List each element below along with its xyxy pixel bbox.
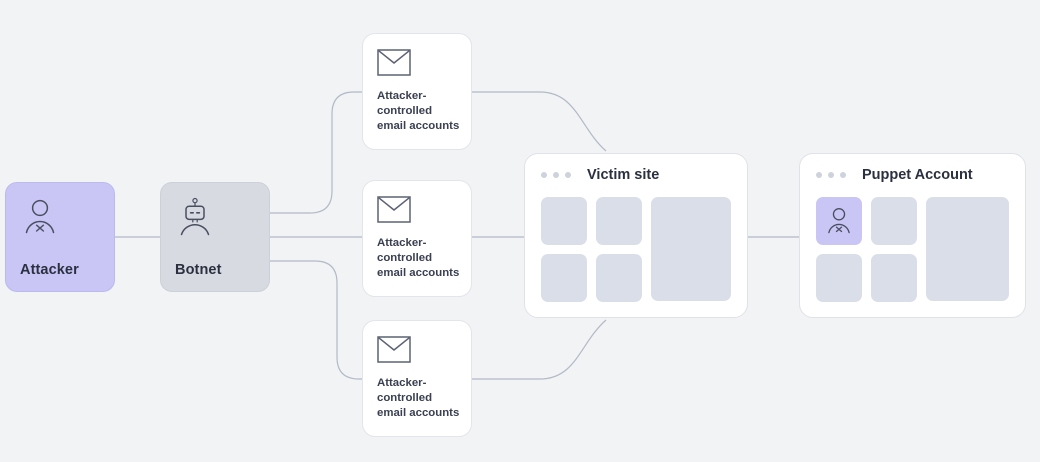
user-x-icon [824,206,854,236]
envelope-icon [377,336,411,363]
placeholder-block [596,254,642,302]
placeholder-block-large [651,197,731,301]
card-puppet-account[interactable]: Puppet Account [799,153,1026,318]
wire-mailbox-1-to-victim [472,91,607,152]
placeholder-block [541,197,587,245]
card-puppet-account-title: Puppet Account [862,167,973,183]
placeholder-block [871,254,917,302]
node-email-accounts-2[interactable]: Attacker-controlled email accounts [362,180,472,297]
card-body [816,197,1009,302]
envelope-icon [377,49,411,76]
node-email-accounts-1[interactable]: Attacker-controlled email accounts [362,33,472,150]
node-email-accounts-3[interactable]: Attacker-controlled email accounts [362,320,472,437]
node-attacker-label: Attacker [20,262,79,278]
placeholder-grid [816,197,917,302]
window-dots-icon [541,172,571,178]
placeholder-grid [541,197,642,302]
card-victim-site-title: Victim site [587,167,660,183]
placeholder-block [871,197,917,245]
node-botnet[interactable]: Botnet [160,182,270,292]
node-botnet-label: Botnet [175,262,222,278]
robot-icon [175,197,215,237]
placeholder-block [816,254,862,302]
wire-botnet-to-mailbox-3 [270,260,362,380]
email-accounts-label: Attacker-controlled email accounts [377,377,460,419]
email-accounts-label: Attacker-controlled email accounts [377,237,460,279]
node-attacker[interactable]: Attacker [5,182,115,292]
wire-mailbox-3-to-victim [472,319,607,380]
card-body [541,197,731,302]
card-victim-site[interactable]: Victim site [524,153,748,318]
card-header: Puppet Account [816,167,973,183]
envelope-icon [377,196,411,223]
email-accounts-label: Attacker-controlled email accounts [377,90,460,132]
window-dots-icon [816,172,846,178]
placeholder-block [596,197,642,245]
wire-botnet-to-mailbox-1 [270,91,362,214]
placeholder-block [541,254,587,302]
user-x-icon [20,197,60,237]
card-header: Victim site [541,167,659,183]
placeholder-block-highlighted [816,197,862,245]
placeholder-block-large [926,197,1009,301]
